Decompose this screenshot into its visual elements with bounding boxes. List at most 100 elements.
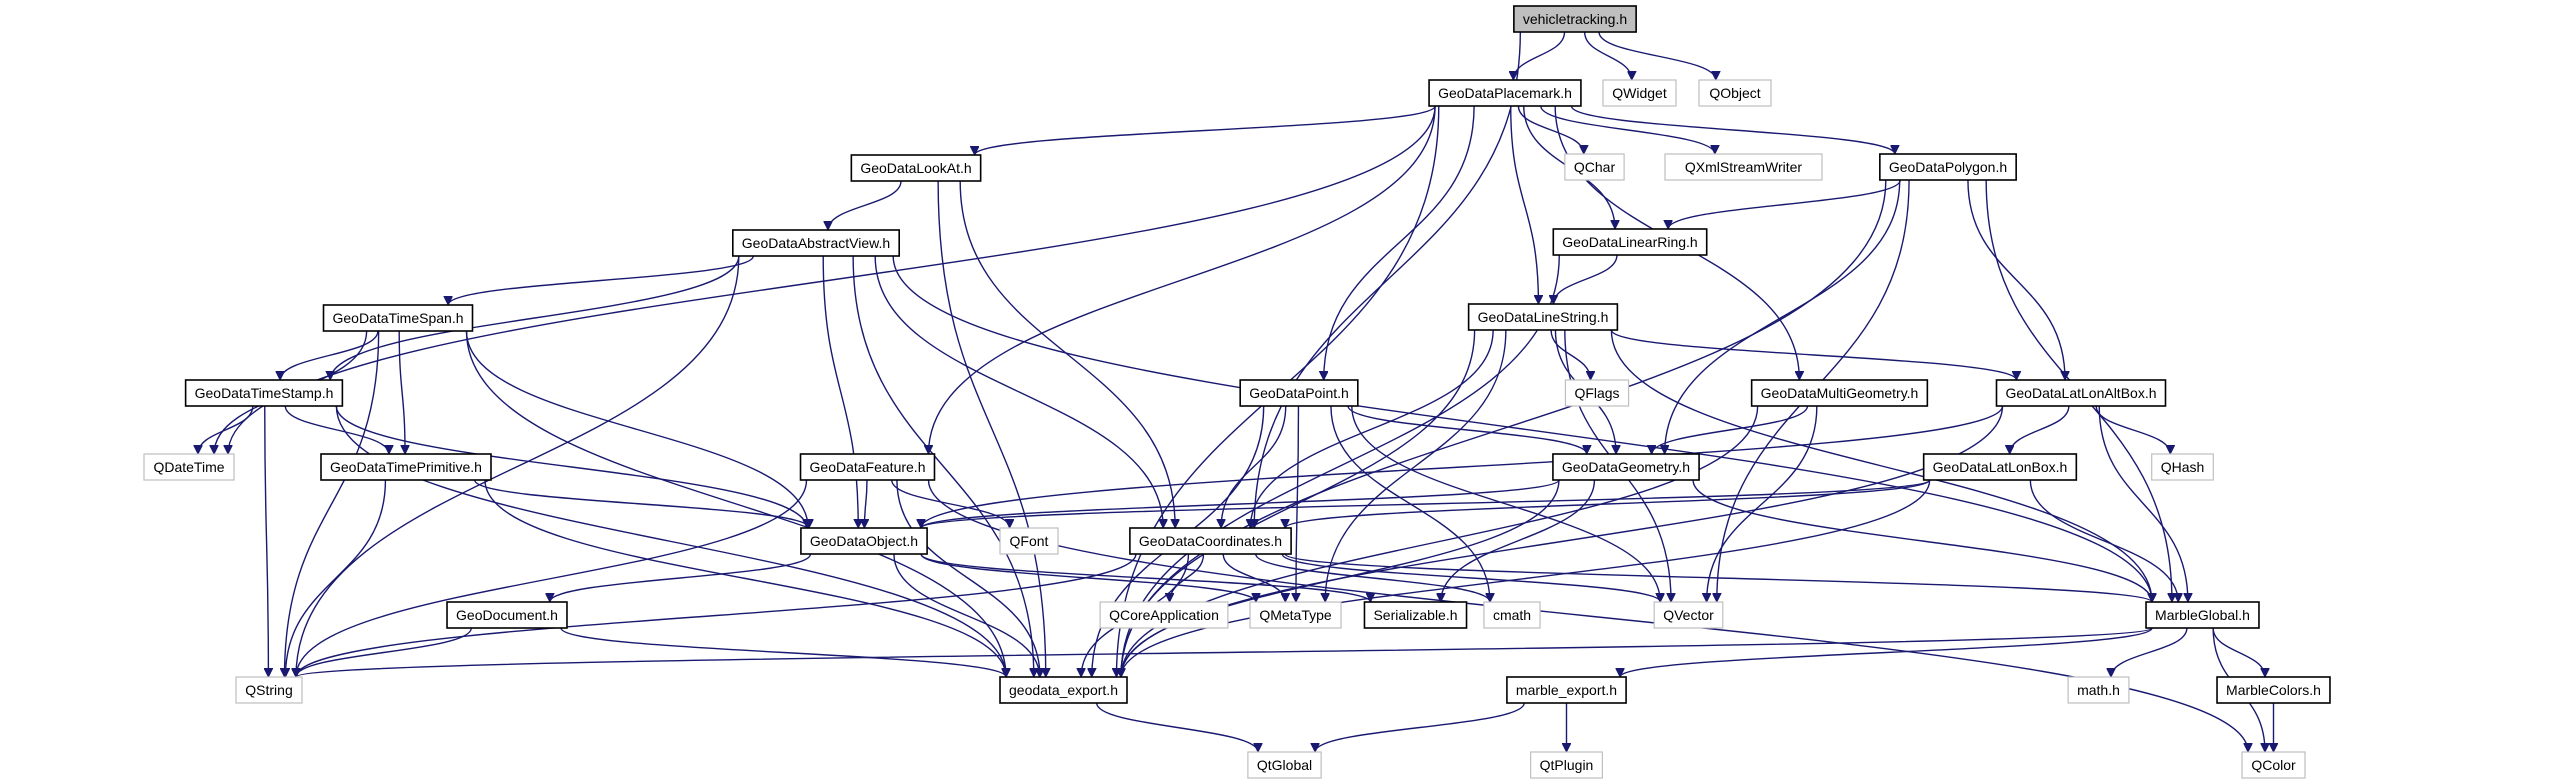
node-label: MarbleColors.h <box>2226 682 2321 698</box>
edge-geodocument-to-qstring <box>296 627 472 678</box>
node-label: QDateTime <box>153 459 224 475</box>
node-geodatafeature[interactable]: GeoDataFeature.h <box>799 453 936 481</box>
edge-geodatatimeprimitive-to-qstring <box>285 479 387 677</box>
node-label: QColor <box>2251 757 2296 773</box>
edge-geodatamultigeometry-to-qvector <box>1707 405 1818 602</box>
node-geodatapolygon[interactable]: GeoDataPolygon.h <box>1879 153 2017 181</box>
edge-geodatacoordinates-to-qcoreapplication <box>1170 553 1205 603</box>
node-geodatalinearring[interactable]: GeoDataLinearRing.h <box>1552 228 1708 256</box>
node-box <box>1564 379 1630 407</box>
node-qhash[interactable]: QHash <box>2151 453 2214 481</box>
node-serializable[interactable]: Serializable.h <box>1363 601 1468 629</box>
edge-geodataplacemark-to-geodatalookat <box>975 105 1436 156</box>
node-geodatalookat[interactable]: GeoDataLookAt.h <box>850 154 982 182</box>
edge-geodataabstractview-to-qstring <box>296 255 740 677</box>
node-box <box>2151 453 2214 481</box>
edge-geodataabstractview-to-geodatacoordinates <box>874 255 1163 528</box>
edge-geodatalinearring-to-geodata_export <box>1121 254 1560 677</box>
node-qflags[interactable]: QFlags <box>1564 379 1630 407</box>
node-geodataobject[interactable]: GeoDataObject.h <box>800 527 928 555</box>
node-box <box>446 601 568 629</box>
node-box <box>1467 303 1619 331</box>
node-geodatalatlonaltbox[interactable]: GeoDataLatLonAltBox.h <box>1995 379 2167 407</box>
edge-geodatatimestamp-to-geodataobject <box>335 405 807 528</box>
edge-geodatalinestring-to-qmetatype <box>1325 329 1507 602</box>
node-marblecolors[interactable]: MarbleColors.h <box>2216 676 2331 704</box>
edge-geodatalatlonbox-to-geodatacoordinates <box>1285 479 1931 529</box>
node-box <box>1602 79 1677 107</box>
edge-geodataobject-to-qmetatype <box>920 553 1256 603</box>
node-box <box>1664 153 1823 181</box>
node-geodatalinestring[interactable]: GeoDataLineString.h <box>1467 303 1619 331</box>
node-geodatatimespan[interactable]: GeoDataTimeSpan.h <box>322 304 474 332</box>
node-marble_export[interactable]: marble_export.h <box>1506 676 1627 704</box>
edge-geodatageometry-to-marbleglobal <box>1692 479 2152 602</box>
edge-geodatafeature-to-geodataobject <box>864 479 867 528</box>
node-qdatetime[interactable]: QDateTime <box>143 453 235 481</box>
node-marbleglobal[interactable]: MarbleGlobal.h <box>2145 601 2260 629</box>
node-box <box>1879 153 2017 181</box>
node-label: QString <box>245 682 292 698</box>
node-qchar[interactable]: QChar <box>1564 153 1625 181</box>
node-geodataabstractview[interactable]: GeoDataAbstractView.h <box>732 229 900 257</box>
node-label: GeoDataTimePrimitive.h <box>330 459 482 475</box>
node-geodocument[interactable]: GeoDocument.h <box>446 601 568 629</box>
node-box <box>1239 379 1359 407</box>
node-label: QWidget <box>1612 85 1667 101</box>
node-geodataplacemark[interactable]: GeoDataPlacemark.h <box>1428 79 1582 107</box>
node-mathh[interactable]: math.h <box>2067 676 2130 704</box>
node-box <box>1552 453 1700 481</box>
node-label: QtGlobal <box>1257 757 1312 773</box>
node-label: QHash <box>2161 459 2205 475</box>
node-geodatapoint[interactable]: GeoDataPoint.h <box>1239 379 1359 407</box>
node-box <box>1363 601 1468 629</box>
edge-geodatafeature-to-qfont <box>891 479 1010 529</box>
edge-geodatapolygon-to-geodatageometry <box>1665 179 1901 454</box>
edge-geodatalinearring-to-geodatalinestring <box>1553 254 1618 305</box>
node-geodatatimeprimitive[interactable]: GeoDataTimePrimitive.h <box>320 453 492 481</box>
node-geodatageometry[interactable]: GeoDataGeometry.h <box>1552 453 1700 481</box>
edge-geodataabstractview-to-marbleglobal <box>892 255 2152 602</box>
node-qobject[interactable]: QObject <box>1698 79 1772 107</box>
node-label: GeoDocument.h <box>456 607 558 623</box>
node-vehicletracking[interactable]: vehicletracking.h <box>1513 5 1637 33</box>
node-qwidget[interactable]: QWidget <box>1602 79 1677 107</box>
node-box <box>850 154 982 182</box>
edge-geodatatimespan-to-geodatatimeprimitive <box>398 330 405 454</box>
node-box <box>1513 5 1637 33</box>
node-qcoreapplication[interactable]: QCoreApplication <box>1099 601 1229 629</box>
edge-geodatatimespan-to-geodataobject <box>465 330 809 528</box>
node-qvector[interactable]: QVector <box>1653 601 1724 629</box>
node-label: QtPlugin <box>1540 757 1594 773</box>
edge-geodatalatlonbox-to-geodataobject <box>921 479 1931 529</box>
node-cmath[interactable]: cmath <box>1483 601 1541 629</box>
node-geodata_export[interactable]: geodata_export.h <box>999 676 1128 704</box>
node-geodatacoordinates[interactable]: GeoDataCoordinates.h <box>1129 527 1292 555</box>
node-qstring[interactable]: QString <box>235 676 303 704</box>
edge-geodatatimespan-to-geodatatimestamp <box>280 330 379 381</box>
node-label: marble_export.h <box>1516 682 1617 698</box>
node-box <box>999 676 1128 704</box>
edge-geodatapolygon-to-geodatalinearring <box>1668 179 1901 230</box>
node-geodatalatlonbox[interactable]: GeoDataLatLonBox.h <box>1922 453 2078 481</box>
node-qtplugin[interactable]: QtPlugin <box>1530 751 1603 779</box>
node-box <box>1995 379 2167 407</box>
node-label: math.h <box>2077 682 2120 698</box>
node-box <box>2067 676 2130 704</box>
node-qtglobal[interactable]: QtGlobal <box>1247 751 1322 779</box>
node-qcolor[interactable]: QColor <box>2241 751 2306 779</box>
node-label: QXmlStreamWriter <box>1685 159 1803 175</box>
edge-geodatageometry-to-geodataobject <box>921 479 1560 529</box>
edge-geodatalinestring-to-qflags <box>1550 329 1590 381</box>
edge-geodatalinestring-to-marbleglobal <box>1610 329 2152 602</box>
node-qfont[interactable]: QFont <box>999 527 1059 555</box>
node-label: QCoreApplication <box>1109 607 1219 623</box>
node-label: QVector <box>1663 607 1714 623</box>
node-geodatamultigeometry[interactable]: GeoDataMultiGeometry.h <box>1750 379 1929 407</box>
edge-geodatalatlonaltbox-to-qhash <box>2095 405 2170 455</box>
node-geodatatimestamp[interactable]: GeoDataTimeStamp.h <box>184 379 344 407</box>
node-qxmlstreamwriter[interactable]: QXmlStreamWriter <box>1664 153 1823 181</box>
node-qmetatype[interactable]: QMetaType <box>1249 601 1342 629</box>
edge-geodatalatlonaltbox-to-geodatalatlonbox <box>2010 405 2070 455</box>
